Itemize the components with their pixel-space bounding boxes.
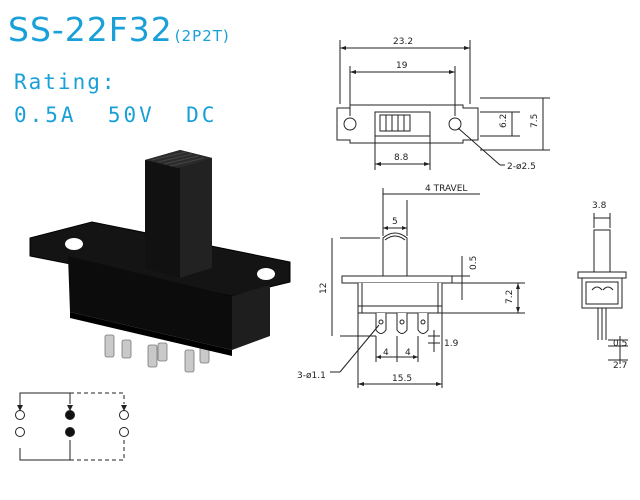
dim-pin-pitch-1: 4 xyxy=(383,348,389,358)
rating-label: Rating: xyxy=(14,70,117,94)
dim-body-width: 15.5 xyxy=(392,374,412,384)
rating-spec: 0.5A 50V DC xyxy=(14,103,218,127)
dim-pin-thickness: 0.5 xyxy=(613,339,627,349)
dim-hole-pitch: 19 xyxy=(396,61,408,71)
travel-label: 4 TRAVEL xyxy=(425,184,467,194)
dim-total-height: 12 xyxy=(319,283,329,294)
dim-knob-width: 5 xyxy=(392,217,398,227)
dim-overall-length: 23.2 xyxy=(393,37,413,47)
pole-throw-label: (2P2T) xyxy=(174,27,230,45)
dim-pin-offset: 1.9 xyxy=(444,339,459,349)
dim-pin-holes: 3-ø1.1 xyxy=(297,371,326,381)
dim-inner-height: 6.2 xyxy=(499,114,509,128)
dim-slot-length: 8.8 xyxy=(394,153,409,163)
model-number: SS-22F32 xyxy=(8,10,173,49)
dim-body-height: 7.2 xyxy=(505,290,515,304)
dim-outer-height: 7.5 xyxy=(530,114,540,128)
schematic-right-connection xyxy=(70,392,125,461)
dim-flange-thickness: 0.5 xyxy=(469,256,479,270)
dim-knob-side-width: 3.8 xyxy=(592,201,607,211)
dim-pin-length: 2.7 xyxy=(613,361,627,371)
schematic-left-connection xyxy=(19,392,71,461)
schematic-contacts xyxy=(15,410,129,437)
dim-mounting-holes: 2-ø2.5 xyxy=(507,162,536,172)
switch-pins xyxy=(104,334,210,373)
product-title: SS-22F32(2P2T) xyxy=(8,10,230,49)
dim-pin-pitch-2: 4 xyxy=(405,348,411,358)
schematic-arrowheads xyxy=(17,405,127,411)
